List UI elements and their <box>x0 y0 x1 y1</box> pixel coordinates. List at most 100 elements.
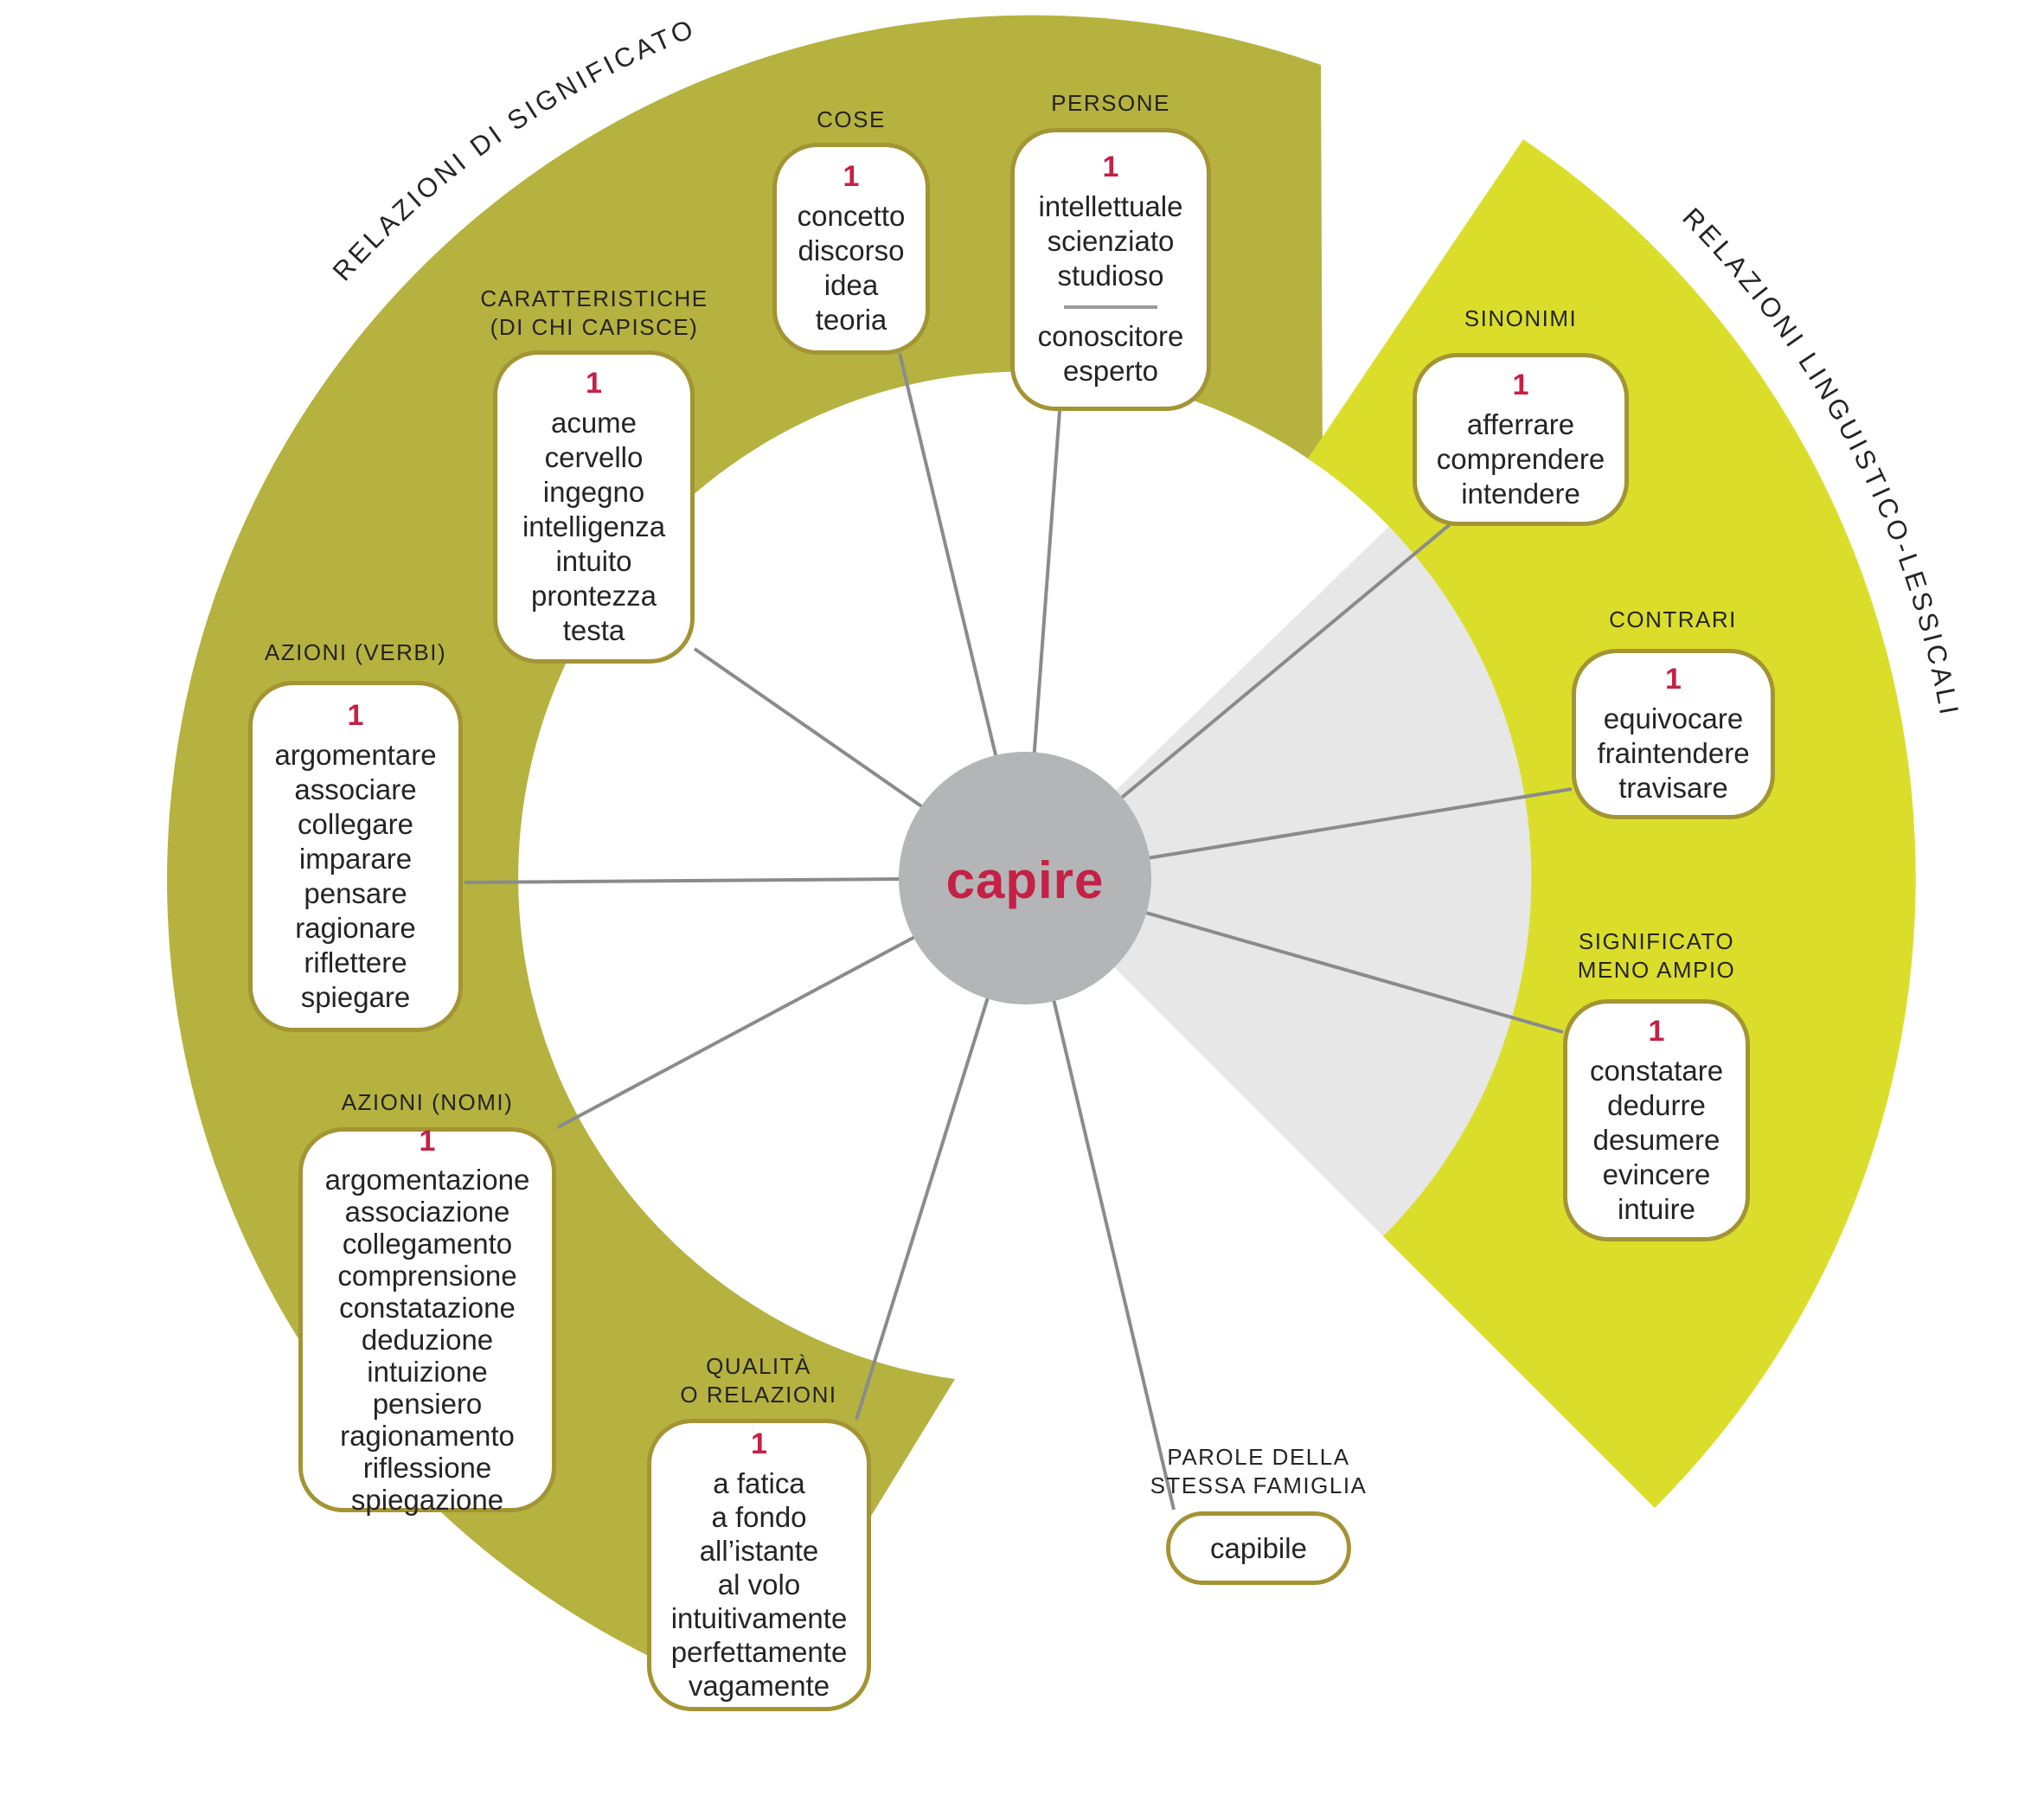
word-item: vagamente <box>688 1670 830 1702</box>
category-label-persone: PERSONE <box>946 89 1275 118</box>
label-line: QUALITÀ <box>706 1353 811 1379</box>
label-line: COSE <box>817 106 886 132</box>
word-item: riflettere <box>304 946 407 978</box>
word-item: constatare <box>1589 1054 1724 1087</box>
word-item: constatazione <box>339 1291 516 1324</box>
category-label-contrari: CONTRARI <box>1509 606 1837 634</box>
sense-number: 1 <box>751 1427 767 1460</box>
label-line: PAROLE DELLA <box>1167 1444 1350 1470</box>
word-item: associare <box>294 773 417 805</box>
word-item: argomentare <box>274 738 437 771</box>
word-item: collegamento <box>342 1227 513 1260</box>
word-item: pensare <box>304 876 407 909</box>
sense-number: 1 <box>347 698 364 732</box>
word-item: conoscitore <box>1037 320 1184 352</box>
word-item: intellettuale <box>1038 190 1183 222</box>
word-item: dedurre <box>1607 1088 1706 1121</box>
category-label-qualita: QUALITÀ O RELAZIONI <box>594 1352 923 1409</box>
word-item: discorso <box>798 234 905 266</box>
word-item: pensiero <box>372 1387 483 1420</box>
word-item: intuizione <box>367 1355 488 1388</box>
word-item: scienziato <box>1047 225 1175 257</box>
word-item: prontezza <box>531 579 657 612</box>
sense-number: 1 <box>1648 1014 1665 1048</box>
node-box-parole-stessa-famiglia: capibile <box>1166 1511 1351 1585</box>
label-line: O RELAZIONI <box>680 1382 837 1408</box>
word-item: a fondo <box>711 1501 807 1533</box>
word-item: studioso <box>1057 260 1164 292</box>
word-item: intuito <box>555 544 632 577</box>
word-item: argomentazione <box>324 1163 530 1196</box>
word-item: spiegare <box>300 980 411 1013</box>
word-item: collegare <box>298 807 413 840</box>
word-item: idea <box>823 269 879 301</box>
label-line: CONTRARI <box>1609 606 1737 632</box>
label-line: STESSA FAMIGLIA <box>1150 1472 1368 1498</box>
word-item: intelligenza <box>522 510 666 542</box>
word-item: deduzione <box>361 1323 494 1356</box>
sense-number: 1 <box>419 1124 436 1158</box>
word-item: ragionamento <box>340 1419 515 1452</box>
word-item: intuitivamente <box>670 1602 848 1634</box>
word-item: fraintendere <box>1597 737 1750 769</box>
word-item: capibile <box>1210 1531 1307 1564</box>
word-item: evincere <box>1602 1158 1711 1190</box>
word-item: intendere <box>1461 477 1580 510</box>
highlight-wedge <box>1025 458 1631 1306</box>
category-label-sinonimi: SINONIMI <box>1356 305 1685 333</box>
label-line: PERSONE <box>1051 90 1170 116</box>
word-item: esperto <box>1062 355 1159 387</box>
word-item: comprendere <box>1436 442 1605 475</box>
word-item: all’istante <box>699 1535 819 1567</box>
center-circle <box>899 752 1151 1004</box>
word-item: concetto <box>797 200 906 232</box>
word-item: ingegno <box>542 475 645 508</box>
sense-number: 1 <box>1512 368 1529 401</box>
label-line: (DI CHI CAPISCE) <box>490 314 699 340</box>
center-word: capire <box>945 851 1105 909</box>
sense-number: 1 <box>843 160 860 193</box>
word-item: riflessione <box>362 1451 492 1484</box>
word-item: comprensione <box>337 1259 517 1292</box>
word-item: travisare <box>1618 772 1728 804</box>
label-line: AZIONI (NOMI) <box>341 1089 514 1115</box>
label-line: CARATTERISTICHE <box>480 285 708 311</box>
word-item: desumere <box>1592 1123 1720 1156</box>
word-item: associazione <box>344 1195 510 1228</box>
word-item: acume <box>550 406 638 439</box>
word-item: perfettamente <box>670 1636 848 1668</box>
word-item: teoria <box>815 304 887 336</box>
word-item: al volo <box>717 1568 801 1601</box>
word-item: intuire <box>1618 1192 1695 1225</box>
category-label-cose: COSE <box>687 106 1016 134</box>
word-item: ragionare <box>295 911 416 944</box>
word-item: afferrare <box>1466 407 1575 440</box>
label-line: MENO AMPIO <box>1577 957 1736 983</box>
label-line: SIGNIFICATO <box>1578 928 1735 954</box>
word-item: testa <box>562 613 625 646</box>
category-label-azioni-verbi: AZIONI (VERBI) <box>191 638 520 667</box>
word-item: imparare <box>298 842 413 875</box>
label-line: AZIONI (VERBI) <box>264 639 447 665</box>
category-label-caratteristiche: CARATTERISTICHE (DI CHI CAPISCE) <box>430 285 759 342</box>
word-list: capibile <box>1210 1531 1307 1566</box>
label-line: SINONIMI <box>1464 305 1578 331</box>
